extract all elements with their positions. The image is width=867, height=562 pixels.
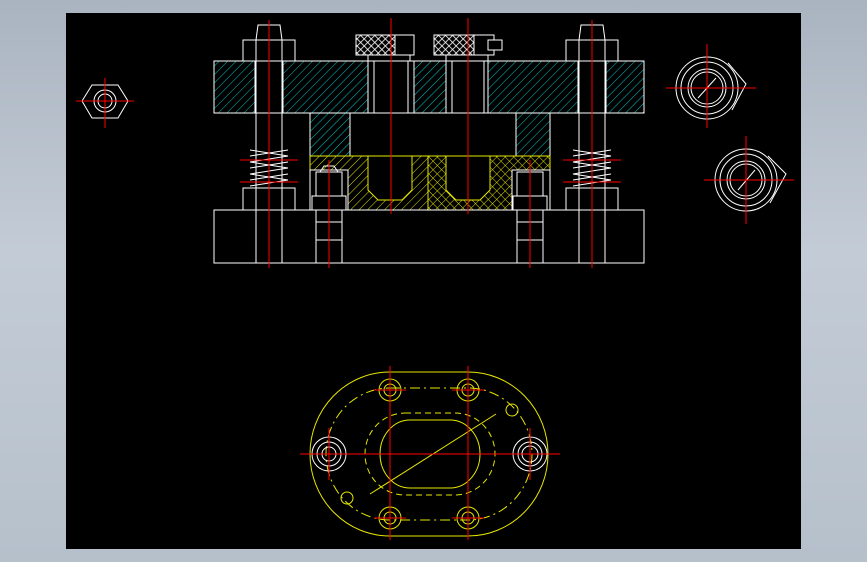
hex-nut xyxy=(76,78,134,128)
cad-drawing xyxy=(76,18,794,540)
centerlines-front xyxy=(240,18,621,268)
cam-bushing xyxy=(666,44,756,128)
cam-bushing-2 xyxy=(704,136,794,224)
knurled-nut-left xyxy=(355,34,415,62)
knurled-nut-right xyxy=(433,34,503,62)
front-section-view xyxy=(213,18,645,268)
oval-flange xyxy=(300,366,560,540)
cad-viewport[interactable] xyxy=(66,13,801,549)
